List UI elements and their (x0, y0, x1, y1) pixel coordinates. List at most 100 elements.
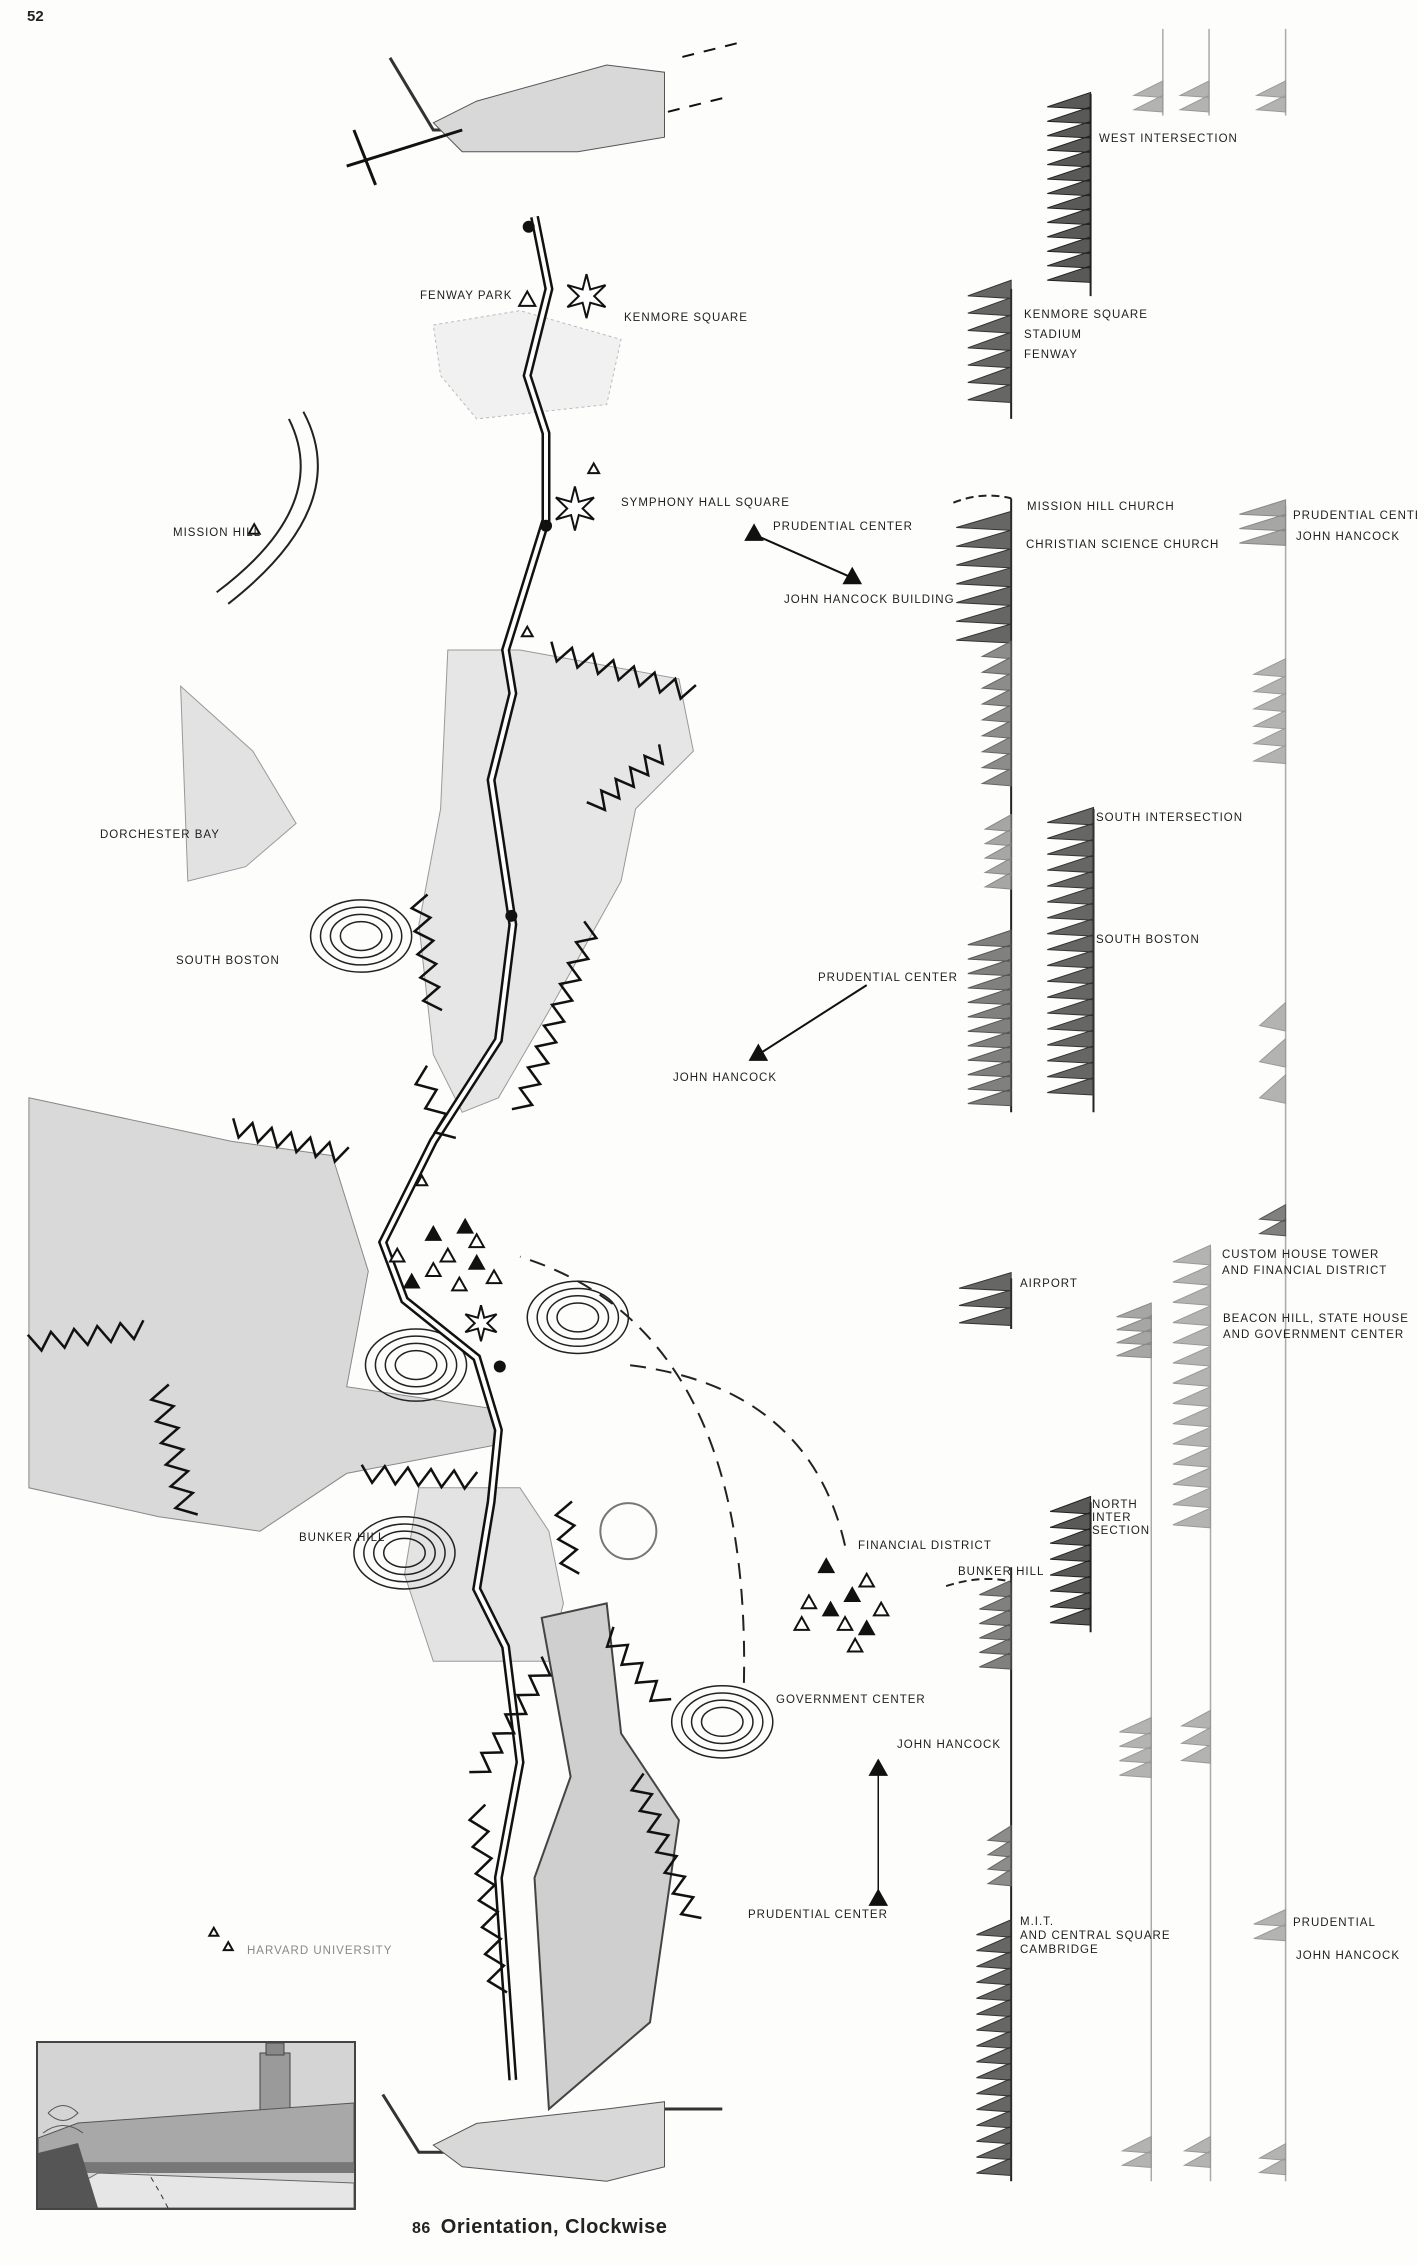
pennant-mark (1254, 94, 1287, 113)
hill-contour (700, 1706, 744, 1738)
pennant-mark (976, 1998, 1012, 2018)
pennant-mark (967, 1045, 1012, 1063)
pennant-mark (1251, 744, 1287, 765)
pennant-mark (1172, 1406, 1211, 1428)
label-kenmore-square: KENMORE SQUARE (624, 312, 748, 324)
pennant-mark (1257, 2142, 1287, 2161)
hill-contour (363, 1523, 446, 1583)
landmark-triangle-icon (843, 1586, 862, 1602)
pennant-mark (967, 366, 1012, 386)
pennant-mark (1258, 1037, 1287, 1068)
hill-contour (394, 1349, 438, 1381)
pennant-mark (980, 672, 1012, 692)
pennant-mark (956, 510, 1012, 531)
seq-kenmore-square: KENMORE SQUARE (1024, 309, 1148, 321)
pennant-mark (1047, 265, 1092, 283)
landmark-triangle-icon (438, 1246, 457, 1263)
label-dorchester-bay: DORCHESTER BAY (100, 829, 220, 841)
pennant-mark (1047, 135, 1092, 153)
landmark-triangle-icon (520, 624, 535, 638)
pennant-mark (1239, 499, 1287, 517)
landmark-triangle-icon (388, 1246, 407, 1263)
seq-john-hancock: JOHN HANCOCK (1296, 1950, 1401, 1962)
landmark-triangle-icon (846, 1636, 865, 1653)
pennant-mark (1047, 838, 1094, 858)
pennant-mark (976, 1966, 1012, 1986)
label-government-center: GOVERNMENT CENTER (776, 1694, 926, 1706)
edge-zigzag (629, 1772, 702, 1920)
seq-central-square: AND CENTRAL SQUARE (1020, 1930, 1171, 1942)
pennant-mark (1178, 80, 1210, 99)
seq-bunker-hill: BUNKER HILL (958, 1566, 1045, 1578)
pennant-mark (967, 296, 1012, 317)
pennant-mark (1047, 1045, 1094, 1064)
pennant-mark (956, 585, 1012, 606)
pennant-mark (1182, 2135, 1211, 2154)
seq-west-intersection: WEST INTERSECTION (1099, 133, 1238, 145)
pennant-mark (967, 1030, 1012, 1049)
pennant-mark (1047, 250, 1092, 269)
seq-financial-district: AND FINANCIAL DISTRICT (1222, 1265, 1388, 1277)
edge-zigzag (148, 1383, 199, 1516)
kenmore-star-icon (566, 273, 607, 319)
pennant-mark (959, 1271, 1012, 1292)
figure-title: Orientation, Clockwise (440, 2216, 668, 2238)
seq-south-boston: SOUTH BOSTON (1096, 934, 1200, 946)
mission-hill-arc (227, 411, 319, 605)
edge-zigzag (586, 744, 665, 812)
pennant-mark (1257, 2157, 1287, 2176)
pennant-mark (956, 567, 1012, 588)
pennant-mark (959, 1306, 1012, 1326)
landmark-triangle-icon (402, 1272, 421, 1289)
landmark-triangle-icon (792, 1615, 811, 1631)
landmark-triangle-icon (456, 1217, 475, 1234)
pennant-mark (976, 2077, 1012, 2097)
pennant-mark (1049, 1543, 1092, 1563)
hill-contour (670, 1684, 774, 1759)
sequence-start-arc (952, 494, 1012, 504)
pennant-mark (1047, 886, 1094, 905)
label-fenway-park: FENWAY PARK (420, 290, 513, 302)
bunker-hill-area (403, 1487, 564, 1662)
edge-zigzag (550, 641, 697, 701)
inset-sketch-expressway (36, 2041, 356, 2210)
pennant-mark (1049, 1607, 1092, 1626)
pennant-mark (1047, 120, 1092, 139)
landmark-triangle-icon (800, 1593, 818, 1610)
pennant-mark (1178, 94, 1210, 113)
pennant-mark (976, 2157, 1012, 2177)
pennant-mark (967, 987, 1012, 1006)
pennant-mark (1258, 1001, 1287, 1032)
pennant-mark (979, 1608, 1012, 1627)
pennant-mark (967, 1074, 1012, 1092)
hill-contour (319, 906, 403, 966)
edge-zigzag (605, 1626, 672, 1703)
pennant-mark (1047, 918, 1094, 937)
pennant-mark (1172, 1345, 1211, 1367)
pennant-mark (1047, 806, 1094, 826)
pennant-mark (1179, 1744, 1211, 1764)
label-south-boston: SOUTH BOSTON (176, 955, 280, 967)
pennant-mark (976, 2046, 1012, 2065)
river-shade-north (432, 64, 665, 153)
seq-prudential-center: PRUDENTIAL CENTER (1293, 510, 1417, 522)
pennant-mark (976, 2030, 1012, 2049)
label-prudential-center: PRUDENTIAL CENTER (773, 521, 913, 533)
landmark-triangle-icon (857, 1619, 876, 1636)
seq-mission-hill-church: MISSION HILL CHURCH (1027, 501, 1175, 513)
seq-south-intersection: SOUTH INTERSECTION (1096, 812, 1244, 824)
pennant-mark (983, 828, 1012, 847)
pennant-mark (967, 331, 1012, 351)
pennant-mark (1251, 709, 1287, 730)
pennant-mark (1047, 207, 1092, 226)
pennant-mark (976, 2125, 1012, 2145)
landmark-triangle-icon (821, 1600, 840, 1617)
pennant-mark (1172, 1385, 1211, 1408)
harvard-triangle-icon (207, 1925, 220, 1937)
hill-contour (526, 1280, 630, 1355)
pennant-mark (1049, 1591, 1092, 1610)
pennant-mark (1047, 106, 1092, 125)
